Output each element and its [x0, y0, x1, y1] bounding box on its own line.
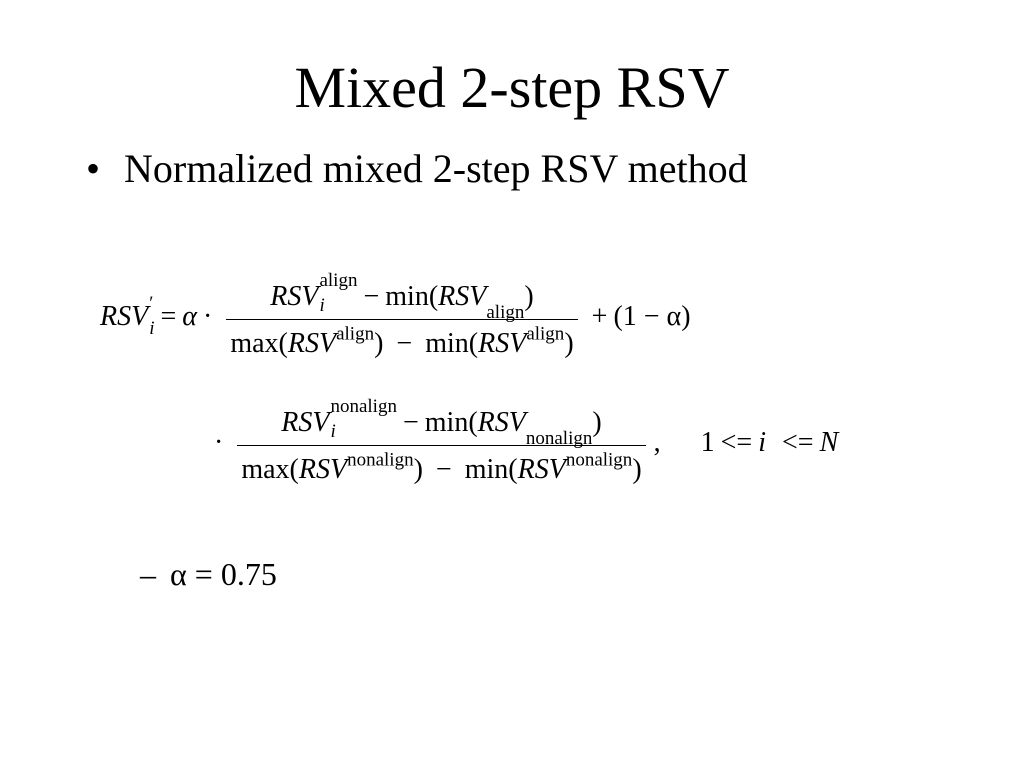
lhs-rsv: RSV — [100, 301, 149, 332]
range-index: i — [758, 427, 767, 458]
alpha-symbol: α — [182, 301, 197, 332]
equals-sign: = — [160, 301, 177, 332]
cdot-1: · — [203, 301, 213, 332]
cdot-2: · — [214, 427, 224, 458]
comma: , — [653, 427, 661, 458]
bullet-text: Normalized mixed 2-step RSV method — [124, 146, 748, 191]
range-upper: N — [819, 427, 839, 458]
bullet-item: • Normalized mixed 2-step RSV method — [86, 142, 748, 196]
bullet-dot: • — [86, 146, 101, 191]
lhs-sup: ′i — [149, 293, 155, 339]
one-minus-alpha: (1 − α) — [613, 301, 691, 332]
fraction-nonalign-denominator: max(RSVnonalign) − min(RSVnonalign) — [237, 444, 646, 486]
fraction-align-denominator: max(RSValign) − min(RSValign) — [226, 318, 578, 360]
leq-1: <= — [720, 427, 753, 458]
slide-title: Mixed 2-step RSV — [294, 55, 730, 120]
sub-bullet-item: –α = 0.75 — [140, 552, 277, 596]
sub-bullet-text: α = 0.75 — [170, 556, 277, 592]
range-lower: 1 — [700, 427, 715, 458]
sub-bullet-dash: – — [140, 556, 156, 592]
plus-sign: + — [591, 301, 608, 332]
leq-2: <= — [782, 427, 814, 458]
